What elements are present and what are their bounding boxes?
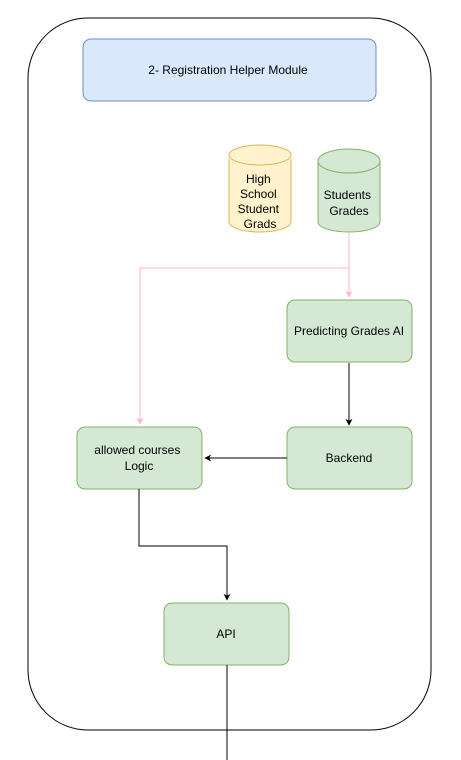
high-school-grades-label-line-2: School xyxy=(240,187,277,201)
high-school-grades-database: High School Student Grads xyxy=(228,144,292,233)
high-school-grades-cylinder-top xyxy=(228,144,292,166)
students-grades-label-line-1: Students xyxy=(324,188,371,202)
high-school-grades-cylinder-body xyxy=(228,159,292,233)
high-school-grades-label-line-3: Student xyxy=(238,202,280,216)
module-title-box xyxy=(82,38,377,102)
high-school-grades-label: High School Student Grads xyxy=(238,172,283,231)
high-school-grades-label-line-1: High xyxy=(246,172,271,186)
edge-students-grades-to-allowed-courses xyxy=(136,267,349,425)
predicting-grades-ai-label: Predicting Grades AI xyxy=(294,324,404,338)
students-grades-label: Students Grades xyxy=(324,188,375,218)
predicting-grades-ai-box xyxy=(286,299,413,363)
students-grades-cylinder-body xyxy=(317,162,381,233)
backend-label: Backend xyxy=(326,451,373,465)
api-label: API xyxy=(216,627,235,641)
students-grades-label-line-2: Grades xyxy=(329,204,368,218)
students-grades-cylinder-top xyxy=(317,148,381,174)
high-school-grades-label-line-4: Grads xyxy=(244,217,277,231)
allowed-courses-logic-label-line-2: Logic xyxy=(125,459,154,473)
edge-allowed-courses-to-api xyxy=(138,489,231,601)
allowed-courses-logic-label-line-1: allowed courses xyxy=(94,443,180,457)
module-title: 2- Registration Helper Module xyxy=(148,63,308,77)
allowed-courses-logic-box xyxy=(76,426,203,490)
allowed-courses-logic-label: allowed courses Logic xyxy=(94,443,183,473)
students-grades-database: Students Grades xyxy=(317,148,381,233)
